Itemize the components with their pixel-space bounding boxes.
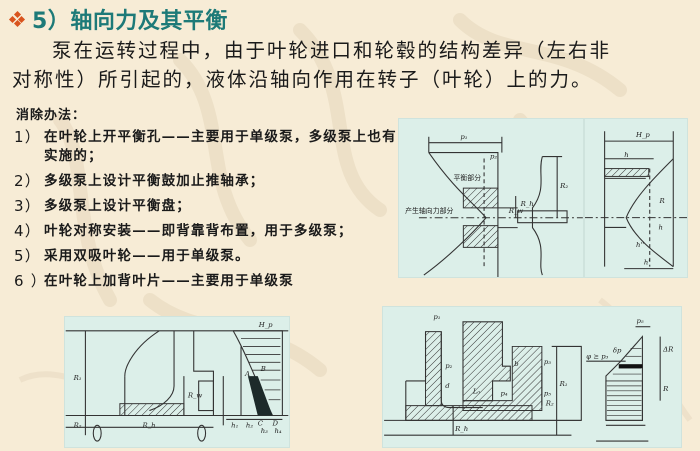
label-rh: R_h (520, 200, 534, 208)
label-r: R (659, 197, 665, 205)
title-text: 5）轴向力及其平衡 (32, 9, 228, 34)
label-rw: R_w (508, 207, 524, 215)
label-dp: δp (613, 346, 622, 354)
label-h3: h₃ (261, 427, 268, 435)
label-p5b: p₅ (637, 317, 644, 325)
label-l0: L₀ (472, 388, 481, 396)
method-item: 5） 采用双吸叶轮——用于单级泵。 (14, 247, 250, 265)
method-item: 1） 在叶轮上开平衡孔——主要用于单级泵，多级泵上也有实施的； (14, 128, 397, 164)
label-b-disc: b (514, 360, 518, 368)
label-axial-force-part: 产生轴向力部分 (405, 206, 453, 215)
diamond-cluster-icon (8, 10, 26, 28)
label-c: C (258, 419, 264, 427)
label-dr: ΔR (662, 345, 673, 353)
label-h-dprime: h'' (636, 241, 644, 249)
label-r2: R₂ (559, 182, 568, 190)
balance-disc-diagram: p₁ p₂ b p₃ L₀ p₄ p₅ d R₁ R₂ R_h φ ≥ p₃ δ… (382, 306, 682, 448)
label-p2-disc: p₂ (445, 362, 452, 370)
label-r2-disc: R₂ (545, 400, 554, 408)
label-p2: p₂ (490, 153, 497, 161)
method-item: 4） 叶轮对称安装——即背靠背布置，用于多级泵； (14, 222, 353, 240)
label-r1: R₁ (73, 374, 82, 382)
label-r-disc: R (662, 385, 668, 393)
balance-hole-diagram: p₁ p₂ 平衡部分 产生轴向力部分 R_w R_h R₂ (398, 118, 584, 278)
label-h-2: h (659, 223, 663, 231)
label-p5: p₅ (544, 390, 551, 398)
back-vane-profile-diagram: H_p h h h'' h' R (584, 118, 688, 278)
label-d-disc: d (445, 382, 450, 390)
label-p1: p₁ (460, 133, 467, 141)
label-d: D (272, 419, 279, 427)
label-rh-disc: R_h (454, 425, 468, 433)
method-item: 3） 多级泵上设计平衡盘； (14, 197, 191, 215)
methods-list: 1） 在叶轮上开平衡孔——主要用于单级泵，多级泵上也有实施的； 2） 多级泵上设… (14, 128, 414, 297)
label-a: A (244, 370, 250, 378)
label-balance-part: 平衡部分 (453, 173, 481, 182)
intro-line-1: 泵在运转过程中，由于叶轮进口和轮毂的结构差异（左右非 (52, 39, 612, 62)
label-p3-disc: p₃ (544, 358, 551, 366)
label-phi: φ ≥ p₃ (586, 352, 608, 360)
method-item: 2） 多级泵上设计平衡鼓加止推轴承； (14, 172, 265, 190)
method-item: 6 ） 在叶轮上加背叶片——主要用于单级泵 (14, 272, 294, 290)
intro-paragraph: 泵在运转过程中，由于叶轮进口和轮毂的结构差异（左右非 对称性）所引起的，液体沿轴… (12, 36, 692, 94)
label-b: B (260, 365, 266, 373)
label-hp: H_p (635, 131, 650, 139)
label-p1-disc: p₁ (433, 313, 440, 321)
methods-label: 消除办法： (16, 108, 87, 123)
label-r2-drum: R₂ (73, 421, 82, 429)
slide-title: 5）轴向力及其平衡 (8, 4, 228, 34)
label-h-prime: h' (644, 259, 650, 267)
label-h4: h₄ (275, 427, 282, 435)
label-h2: h₂ (246, 421, 253, 429)
balance-drum-diagram: H_p A B C D R₁ R_w R₂ R_h h₁ h₂ h₃ h₄ (64, 316, 290, 448)
label-rw-drum: R_w (187, 392, 203, 400)
label-h1: h₁ (231, 421, 238, 429)
intro-line-2: 对称性）所引起的，液体沿轴向作用在转子（叶轮）上的力。 (12, 68, 593, 91)
label-r1-disc: R₁ (559, 380, 568, 388)
label-p4: p₄ (500, 390, 507, 398)
label-h: h (624, 151, 628, 159)
label-hp-drum: H_p (258, 321, 273, 329)
label-rh-drum: R_h (142, 421, 156, 429)
